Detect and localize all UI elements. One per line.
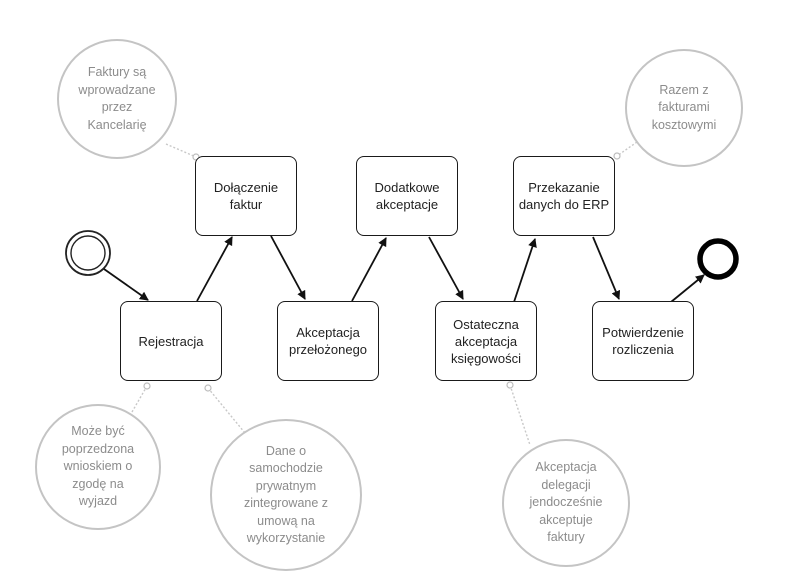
task-dodatkowe-akceptacje-label: Dodatkowe akceptacje [374, 180, 440, 212]
note-delegacja: Akceptacja delegacji jendocześnie akcept… [502, 439, 630, 567]
task-rejestracja[interactable]: Rejestracja [120, 301, 222, 381]
task-akceptacja-przelozonego[interactable]: Akceptacja przełożonego [277, 301, 379, 381]
task-dolaczenie-faktur[interactable]: Dołączenie faktur [195, 156, 297, 236]
note-kancelaria: Faktury są wprowadzane przez Kancelarię [57, 39, 177, 159]
sequence-flows [103, 235, 705, 303]
flow-akceptacja-to-dodatkowe [351, 237, 387, 302]
note-wniosek-text: Może być poprzedzona wnioskiem o zgodę n… [61, 424, 135, 509]
task-potwierdzenie-rozliczenia-label: Potwierdzenie rozliczenia [602, 325, 684, 357]
note-wniosek: Może być poprzedzona wnioskiem o zgodę n… [35, 404, 161, 530]
connector-koszty [616, 141, 638, 157]
note-delegacja-text: Akceptacja delegacji jendocześnie akcept… [529, 460, 603, 545]
end-event-circle [697, 238, 739, 280]
flow-ostateczna-to-przekazanie [513, 238, 537, 303]
task-ostateczna-akceptacja-label: Ostateczna akceptacja księgowości [450, 316, 522, 366]
dot-delegacja [506, 381, 514, 389]
end-event[interactable] [697, 238, 739, 280]
note-kancelaria-text: Faktury są wprowadzane przez Kancelarię [78, 65, 156, 132]
connector-kancelaria [165, 143, 197, 158]
task-przekazanie-danych[interactable]: Przekazanie danych do ERP [513, 156, 615, 236]
dot-samochod [204, 384, 212, 392]
flow-przekazanie-to-potwierdzenie [592, 236, 621, 300]
task-przekazanie-danych-label: Przekazanie danych do ERP [518, 180, 610, 212]
note-samochod: Dane o samochodzie prywatnym zintegrowan… [210, 419, 362, 571]
note-koszty-text: Razem z fakturami kosztowymi [651, 82, 717, 132]
task-akceptacja-przelozonego-label: Akceptacja przełożonego [288, 325, 368, 357]
task-ostateczna-akceptacja[interactable]: Ostateczna akceptacja księgowości [435, 301, 537, 381]
flow-dodatkowe-to-ostateczna [428, 236, 464, 300]
connector-delegacja [509, 384, 531, 446]
connector-wniosek [131, 385, 148, 413]
flow-dolaczenie-to-akceptacja [270, 235, 306, 300]
annotation-connectors [131, 141, 638, 446]
task-dodatkowe-akceptacje[interactable]: Dodatkowe akceptacje [356, 156, 458, 236]
note-koszty: Razem z fakturami kosztowymi [625, 49, 743, 167]
connector-samochod [207, 387, 246, 434]
dot-koszty [613, 152, 621, 160]
flow-potwierdzenie-to-end [670, 274, 705, 303]
start-event[interactable] [65, 230, 111, 276]
start-event-inner-ring [70, 235, 106, 271]
flow-rejestracja-to-dolaczenie [196, 236, 233, 302]
task-dolaczenie-faktur-label: Dołączenie faktur [213, 180, 279, 212]
task-rejestracja-label: Rejestracja [138, 333, 204, 349]
dot-wniosek [143, 382, 151, 390]
flow-start-to-rejestracja [103, 268, 149, 301]
note-samochod-text: Dane o samochodzie prywatnym zintegrowan… [243, 443, 329, 546]
task-potwierdzenie-rozliczenia[interactable]: Potwierdzenie rozliczenia [592, 301, 694, 381]
